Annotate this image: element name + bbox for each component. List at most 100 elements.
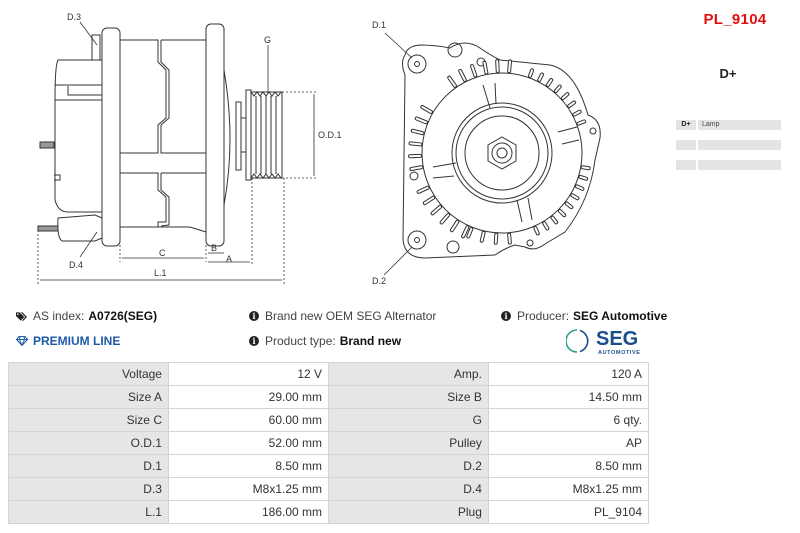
spec-label: Plug — [328, 500, 489, 524]
cooling-fin — [417, 186, 429, 193]
spec-label: D.3 — [8, 477, 169, 501]
premium-line-badge: PREMIUM LINE — [16, 334, 120, 348]
producer-value: SEG Automotive — [573, 309, 668, 323]
info-icon: i — [500, 310, 512, 322]
cooling-fin — [538, 73, 543, 81]
cooling-fin — [448, 76, 456, 87]
logo-brand: SEG — [596, 328, 638, 350]
pin-code — [676, 160, 696, 170]
spec-label: O.D.1 — [8, 431, 169, 455]
label-d3: D.3 — [67, 12, 81, 22]
cooling-fin — [561, 93, 569, 100]
cooling-fin — [459, 70, 466, 81]
spec-value: 14.50 mm — [487, 385, 650, 409]
cooling-fin — [496, 60, 499, 73]
spec-value: 29.00 mm — [167, 385, 330, 409]
cooling-fin — [467, 228, 473, 238]
as-index-value: A0726(SEG) — [88, 309, 158, 323]
description-line: i Brand new OEM SEG Alternator — [248, 309, 436, 323]
cooling-fin — [554, 85, 561, 93]
cooling-fin — [508, 60, 512, 73]
spec-label: Voltage — [8, 362, 169, 386]
cooling-fin — [534, 226, 539, 235]
spec-value: PL_9104 — [487, 500, 650, 524]
product-type-value: Brand new — [339, 334, 402, 348]
pin-description — [698, 140, 781, 150]
cooling-fin — [571, 194, 579, 200]
spec-value: 52.00 mm — [167, 431, 330, 455]
spec-value: M8x1.25 mm — [167, 477, 330, 501]
spec-label: Pulley — [328, 431, 489, 455]
tags-icon — [16, 310, 28, 322]
spec-value: 12 V — [167, 362, 330, 386]
spec-label: Size A — [8, 385, 169, 409]
cooling-fin — [471, 65, 477, 77]
spec-label: D.4 — [328, 477, 489, 501]
cooling-fin — [573, 110, 581, 116]
pin-row: D+ Lamp — [676, 120, 781, 130]
spec-label: D.2 — [328, 454, 489, 478]
producer-label: Producer: — [517, 309, 570, 323]
pin-description — [698, 160, 781, 170]
cooling-fin — [440, 213, 450, 224]
cooling-fin — [423, 196, 435, 205]
cooling-fin — [546, 79, 553, 87]
cooling-fin — [462, 226, 469, 238]
label-d4: D.4 — [69, 260, 83, 270]
spec-value: 8.50 mm — [167, 454, 330, 478]
spec-value: 186.00 mm — [167, 500, 330, 524]
label-od1: O.D.1 — [318, 130, 342, 140]
plug-terminal: D+ — [719, 66, 737, 81]
cooling-fin — [415, 117, 427, 124]
premium-line-label: PREMIUM LINE — [33, 334, 121, 348]
cooling-fin — [577, 120, 586, 125]
product-type: i Product type: Brand new — [248, 334, 401, 348]
cooling-fin — [529, 69, 534, 77]
cooling-fin — [568, 101, 576, 107]
cooling-fin — [483, 61, 488, 74]
alternator-front-view-drawing: D.1 D.2 — [372, 20, 601, 286]
pin-row — [676, 140, 781, 150]
pin-code — [676, 140, 696, 150]
pin-code: D+ — [676, 120, 696, 130]
label-c: C — [159, 248, 166, 258]
pin-description: Lamp — [698, 120, 781, 130]
pin-row — [676, 160, 781, 170]
description-text: Brand new OEM SEG Alternator — [265, 309, 437, 323]
label-a: A — [226, 254, 232, 264]
label-l1: L.1 — [154, 268, 167, 278]
spec-label: G — [328, 408, 489, 432]
cooling-fin — [421, 106, 432, 113]
label-b: B — [211, 243, 217, 253]
info-icon: i — [248, 335, 260, 347]
as-index-label: AS index: — [33, 309, 85, 323]
cooling-fin — [409, 142, 422, 146]
seg-automotive-logo: SEG AUTOMOTIVE — [565, 326, 650, 356]
cooling-fin — [543, 222, 549, 230]
cooling-fin — [508, 233, 511, 244]
label-d2: D.2 — [372, 276, 386, 286]
alternator-side-view-drawing: D.3 D.4 G O.D.1 A B C L.1 — [37, 12, 342, 285]
cooling-fin — [558, 209, 566, 217]
label-d1: D.1 — [372, 20, 386, 30]
label-g: G — [264, 35, 271, 45]
spec-value: 60.00 mm — [167, 408, 330, 432]
cooling-fin — [551, 216, 558, 224]
cooling-fin — [411, 129, 424, 135]
plug-pin-table: D+ Lamp — [676, 120, 781, 180]
spec-label: Amp. — [328, 362, 489, 386]
cooling-fin — [450, 220, 459, 232]
cooling-fin — [480, 231, 485, 242]
diamond-icon — [16, 335, 28, 347]
cooling-fin — [565, 202, 573, 209]
as-index: AS index: A0726(SEG) — [16, 309, 157, 323]
spec-label: D.1 — [8, 454, 169, 478]
cooling-fin — [494, 233, 498, 244]
